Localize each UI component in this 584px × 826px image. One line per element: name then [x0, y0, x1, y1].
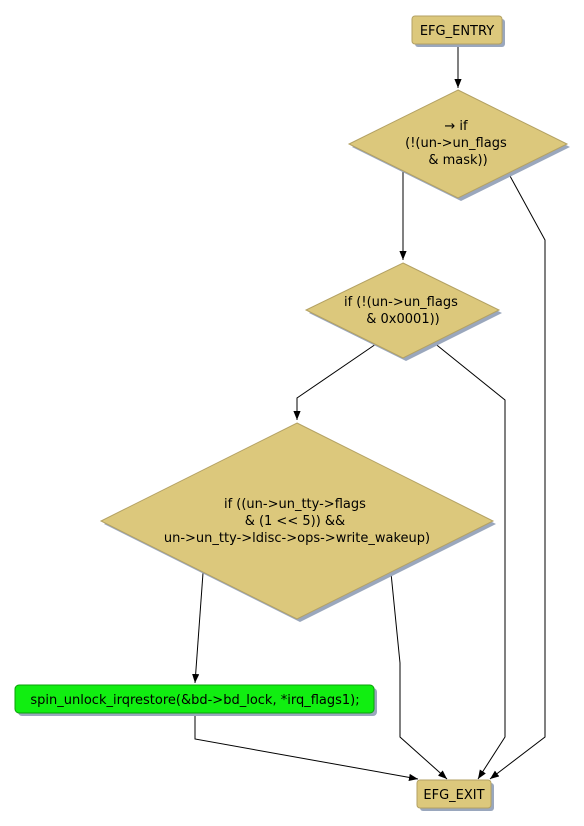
decision-node-3-shape — [99, 422, 495, 620]
entry-node-label: EFG_ENTRY — [420, 24, 494, 39]
action-node[interactable]: spin_unlock_irqrestore(&bd->bd_lock, *ir… — [14, 684, 377, 716]
decision-node-2-shape — [304, 262, 501, 359]
decision-node-3-label: if ((un->un_tty->flags & (1 << 5)) && un… — [164, 497, 430, 546]
decision-node-3-line-2: & (1 << 5)) && — [245, 514, 345, 529]
edge-action-to-exit — [194, 713, 419, 781]
exit-node-line-1: EFG_EXIT — [423, 788, 484, 803]
decision-node-2-line-1: if (!(un->un_flags — [344, 295, 458, 310]
edge-decision1-to-exit — [489, 175, 546, 780]
edge-decision3-to-exit — [390, 572, 448, 780]
action-node-box — [14, 684, 375, 714]
action-node-line-1: spin_unlock_irqrestore(&bd->bd_lock, *ir… — [30, 693, 359, 708]
decision-node-1-shape — [347, 89, 569, 199]
decision-node-1-line-1: → if — [444, 119, 468, 134]
action-node-label: spin_unlock_irqrestore(&bd->bd_lock, *ir… — [30, 693, 359, 708]
decision-node-2[interactable]: if (!(un->un_flags & 0x0001)) — [304, 262, 502, 361]
edges — [192, 46, 546, 781]
entry-node-line-1: EFG_ENTRY — [420, 24, 494, 39]
entry-node-box — [411, 15, 503, 45]
exit-node[interactable]: EFG_EXIT — [416, 779, 494, 811]
entry-node[interactable]: EFG_ENTRY — [411, 15, 505, 47]
exit-node-box — [416, 779, 492, 809]
edge-decision3-to-action — [192, 572, 204, 684]
decision-node-2-line-2: & 0x0001)) — [366, 312, 439, 327]
edge-decision2-to-decision3 — [293, 343, 377, 420]
decision-node-1-label: → if (!(un->un_flags & mask)) — [405, 119, 511, 168]
decision-node-3[interactable]: if ((un->un_tty->flags & (1 << 5)) && un… — [99, 422, 496, 622]
exit-node-label: EFG_EXIT — [423, 788, 484, 803]
decision-node-1[interactable]: → if (!(un->un_flags & mask)) — [347, 89, 570, 201]
decision-node-3-line-1: if ((un->un_tty->flags — [224, 497, 366, 512]
edge-decision2-to-exit — [432, 341, 506, 780]
decision-node-1-line-2: (!(un->un_flags — [405, 136, 507, 151]
decision-node-2-label: if (!(un->un_flags & 0x0001)) — [344, 295, 462, 327]
decision-node-3-line-3: un->un_tty->ldisc->ops->write_wakeup) — [164, 531, 430, 546]
decision-node-1-line-3: & mask)) — [428, 153, 487, 168]
